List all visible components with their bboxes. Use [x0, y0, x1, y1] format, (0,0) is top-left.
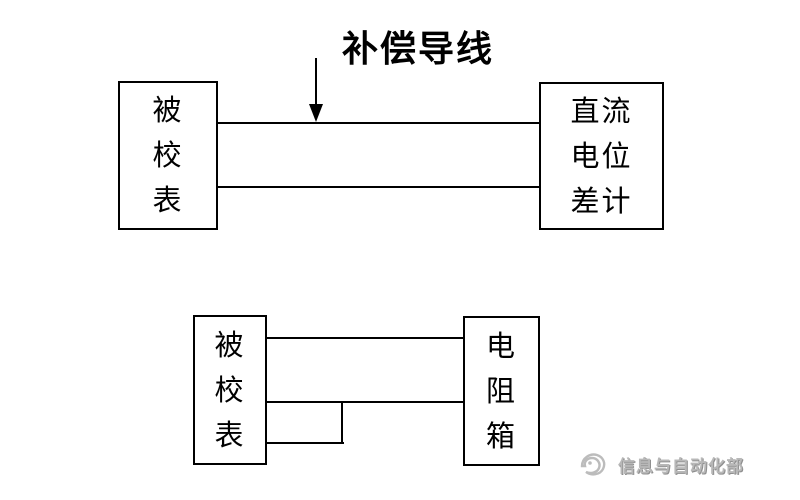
dc-potentiometer-box: 直流 电位 差计	[539, 82, 664, 230]
box-label-line: 被	[214, 327, 246, 362]
box-label-line: 直流	[570, 93, 633, 128]
top-diagram-lower-wire	[217, 186, 539, 188]
box-label-line: 表	[214, 417, 246, 452]
watermark-text: 信息与自动化部	[618, 456, 744, 477]
meter-under-test-box: 被 校 表	[118, 81, 218, 230]
swirl-logo-icon	[580, 453, 606, 476]
box-label-line: 阻	[485, 373, 517, 408]
down-arrow-icon	[315, 58, 317, 106]
top-diagram-upper-wire	[217, 122, 539, 124]
bottom-diagram-middle-wire	[266, 401, 464, 403]
box-label-line: 箱	[485, 418, 517, 453]
box-label-line: 表	[152, 183, 184, 217]
box-label-line: 电	[485, 328, 517, 363]
compensation-wire-label: 补偿导线	[341, 29, 494, 70]
watermark: 信息与自动化部	[576, 449, 744, 479]
resistance-box: 电 阻 箱	[463, 316, 540, 466]
bottom-diagram-stub-wire-vertical	[341, 401, 343, 444]
box-label-line: 校	[152, 138, 184, 172]
bottom-diagram-stub-wire-horizontal	[266, 442, 344, 444]
box-label-line: 被	[152, 93, 184, 127]
bottom-diagram-upper-wire	[266, 337, 464, 339]
box-label-line: 电位	[570, 138, 633, 173]
down-arrow-head-icon	[309, 104, 323, 122]
box-label-line: 差计	[570, 183, 633, 218]
box-label-line: 校	[214, 372, 246, 407]
meter-under-test-box-2: 被 校 表	[193, 315, 267, 465]
